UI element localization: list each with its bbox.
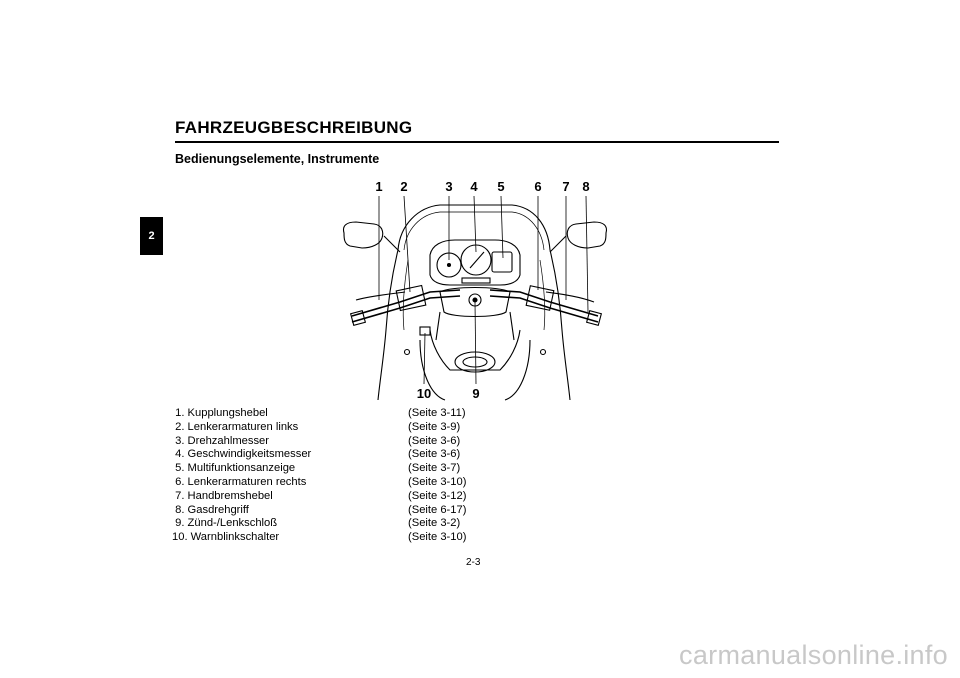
page-title: FAHRZEUGBESCHREIBUNG bbox=[175, 118, 413, 137]
callout-7: 7 bbox=[562, 179, 570, 194]
list-item: 8. Gasdrehgriff (Seite 6-17) bbox=[172, 504, 466, 518]
part-name: 4. Geschwindigkeitsmesser bbox=[172, 448, 312, 461]
parts-list: 1. Kupplungshebel (Seite 3-11) 2. Lenkera… bbox=[172, 407, 466, 545]
cockpit-illustration bbox=[342, 195, 608, 401]
part-page-ref: (Seite 3-10) bbox=[408, 531, 467, 544]
part-page-ref: (Seite 3-7) bbox=[408, 462, 461, 475]
callout-8: 8 bbox=[582, 179, 590, 194]
part-name: 8. Gasdrehgriff bbox=[172, 503, 249, 516]
section-title: Bedienungselemente, Instrumente bbox=[175, 152, 380, 166]
part-page-ref: (Seite 3-6) bbox=[408, 448, 461, 461]
callout-9: 9 bbox=[472, 386, 480, 401]
header-rule bbox=[175, 141, 779, 143]
list-item: 2. Lenkerarmaturen links (Seite 3-9) bbox=[172, 421, 466, 435]
part-page-ref: (Seite 3-12) bbox=[408, 489, 467, 502]
list-item: 4. Geschwindigkeitsmesser (Seite 3-6) bbox=[172, 448, 466, 462]
part-name: 6. Lenkerarmaturen rechts bbox=[172, 475, 307, 488]
callout-10: 10 bbox=[416, 386, 432, 401]
part-page-ref: (Seite 3-9) bbox=[408, 420, 461, 433]
part-page-ref: (Seite 6-17) bbox=[408, 503, 467, 516]
part-page-ref: (Seite 3-11) bbox=[408, 407, 466, 419]
part-name: 9. Zünd-/Lenkschloß bbox=[172, 517, 278, 530]
list-item: 5. Multifunktionsanzeige (Seite 3-7) bbox=[172, 462, 466, 476]
part-page-ref: (Seite 3-2) bbox=[408, 517, 461, 530]
part-name: 10. Warnblinkschalter bbox=[172, 531, 280, 544]
callout-4: 4 bbox=[470, 179, 478, 194]
callout-5: 5 bbox=[497, 179, 505, 194]
list-item: 9. Zünd-/Lenkschloß (Seite 3-2) bbox=[172, 517, 466, 531]
part-page-ref: (Seite 3-10) bbox=[408, 475, 467, 488]
callout-1: 1 bbox=[375, 179, 383, 194]
watermark-text: carmanualsonline.info bbox=[679, 640, 948, 670]
list-item: 3. Drehzahlmesser (Seite 3-6) bbox=[172, 435, 466, 449]
part-page-ref: (Seite 3-6) bbox=[408, 434, 461, 447]
callout-3: 3 bbox=[445, 179, 453, 194]
list-item: 7. Handbremshebel (Seite 3-12) bbox=[172, 490, 466, 504]
list-item: 1. Kupplungshebel (Seite 3-11) bbox=[172, 407, 466, 421]
list-item: 10. Warnblinkschalter (Seite 3-10) bbox=[172, 531, 466, 545]
callout-2: 2 bbox=[400, 179, 408, 194]
part-name: 3. Drehzahlmesser bbox=[172, 434, 269, 447]
list-item: 6. Lenkerarmaturen rechts (Seite 3-10) bbox=[172, 476, 466, 490]
callout-6: 6 bbox=[534, 179, 542, 194]
part-name: 5. Multifunktionsanzeige bbox=[172, 462, 296, 475]
chapter-tab: 2 bbox=[140, 217, 163, 255]
page-number: 2-3 bbox=[466, 557, 481, 568]
part-name: 2. Lenkerarmaturen links bbox=[172, 420, 299, 433]
part-name: 7. Handbremshebel bbox=[172, 489, 273, 502]
part-name: 1. Kupplungshebel bbox=[172, 407, 268, 419]
